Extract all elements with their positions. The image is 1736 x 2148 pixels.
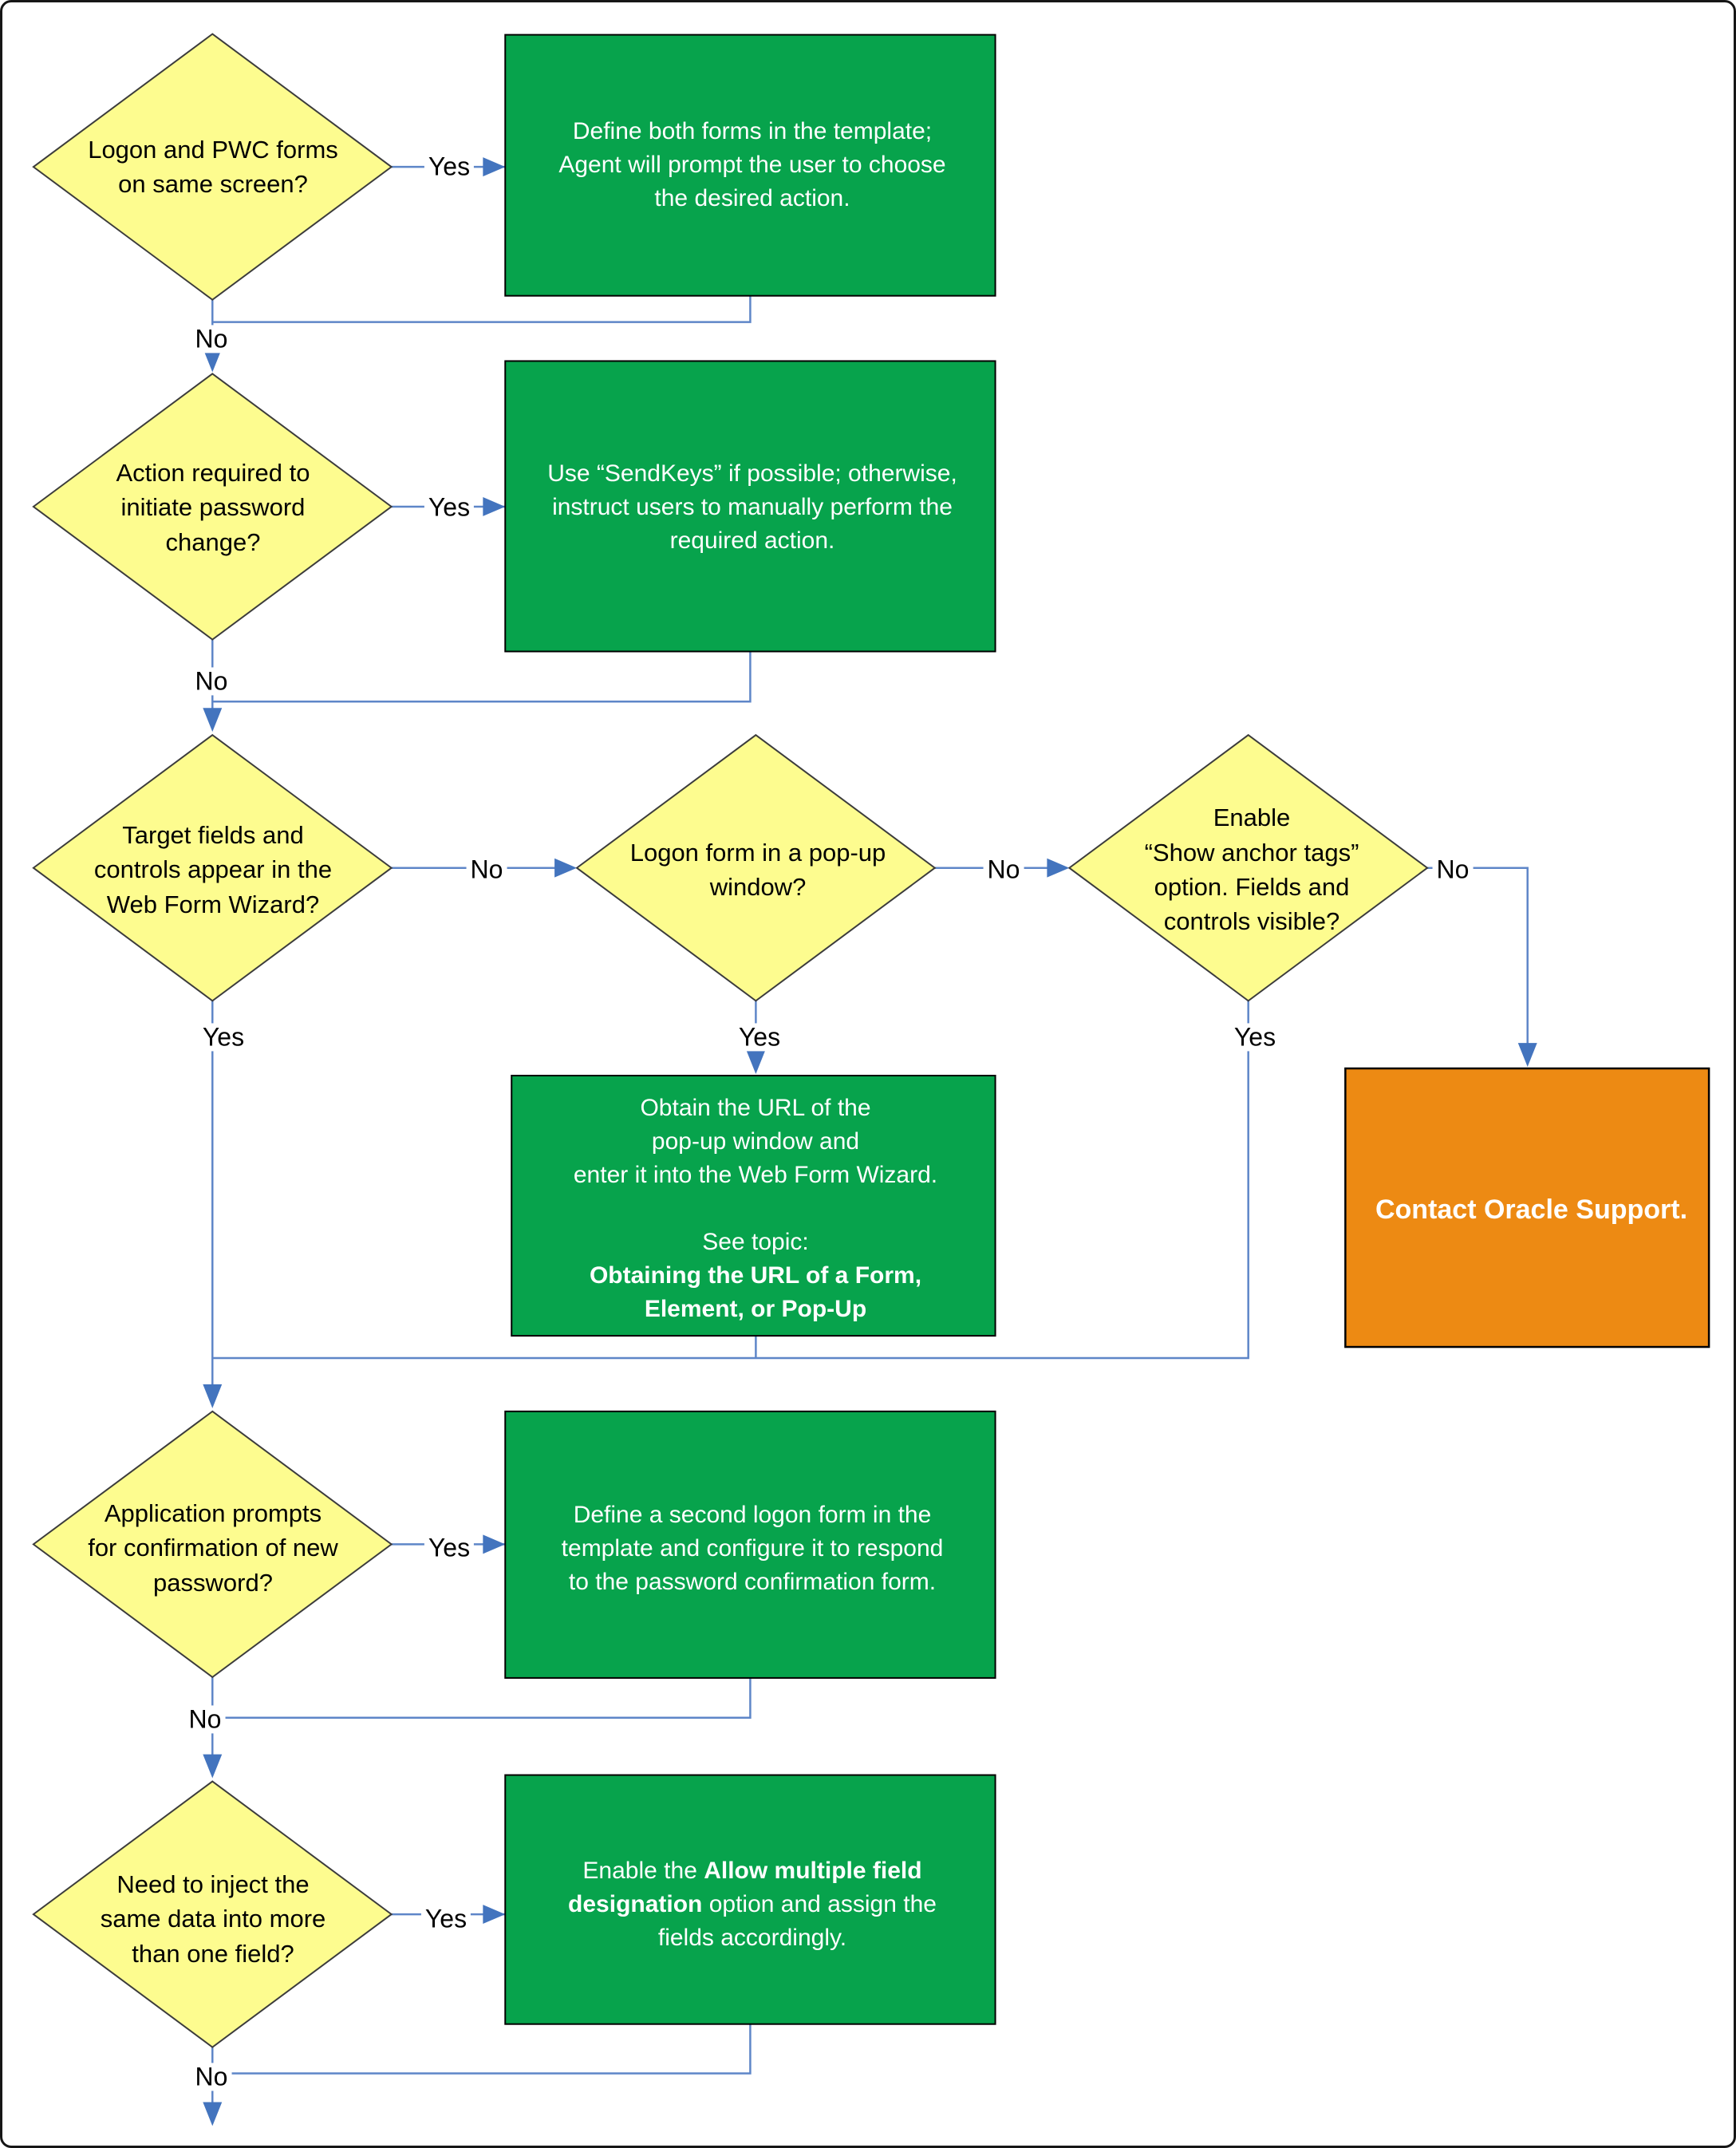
arrowhead-flow-continues [203,2102,223,2126]
connector-g4-return [212,1677,752,1720]
connector-d5-yes-return [212,1001,1249,1360]
d4-shape [575,733,937,1002]
edge-label-yes-d4: Yes [734,1023,785,1052]
d1-shape [32,33,393,301]
d3-shape [32,733,393,1002]
d7-shape [32,1780,393,2048]
edge-label-no-d5: No [1432,855,1474,884]
edge-label-yes-d2: Yes [424,493,475,522]
edge-label-yes-d3: Yes [198,1023,249,1052]
g2-shape [504,360,996,653]
g1-shape [504,34,996,297]
arrowhead-into-g2 [483,496,506,516]
connector-g1-return [212,295,752,323]
edge-label-no-d3: No [466,855,507,884]
edge-label-no-d7: No [191,2063,232,2091]
connector-g2-return [212,651,752,703]
d2-shape [32,373,393,641]
connector-d5-no [1427,867,1529,1064]
edge-label-no-d2: No [191,667,232,696]
edge-label-no-d6: No [184,1705,226,1734]
edge-label-yes-d7: Yes [420,1905,471,1933]
edge-label-yes-d5: Yes [1229,1023,1280,1052]
connector-g5-return [212,2024,752,2075]
arrowhead-into-d2 [203,348,223,373]
arrowhead-into-g4 [483,1534,506,1554]
g3-shape [511,1074,996,1337]
arrowhead-into-d5 [1047,858,1070,878]
arrowhead-into-d4 [554,858,578,878]
edge-label-yes-d1: Yes [424,152,475,181]
edge-label-no-d4: No [983,855,1024,884]
arrowhead-into-g5 [483,1905,506,1925]
arrowhead-into-d6 [203,1384,223,1408]
edge-label-no-d1: No [191,325,232,353]
support-shape [1344,1067,1710,1348]
arrowhead-into-g1 [483,157,506,177]
d5-shape [1067,733,1429,1002]
arrowhead-into-support [1517,1043,1537,1068]
arrowhead-into-d7 [203,1754,223,1779]
arrowhead-into-d3 [203,708,223,732]
arrowhead-into-g3 [746,1050,766,1074]
g5-shape [504,1774,996,2025]
d6-shape [32,1410,393,1679]
edge-label-yes-d6: Yes [424,1534,475,1562]
g4-shape [504,1410,996,1679]
